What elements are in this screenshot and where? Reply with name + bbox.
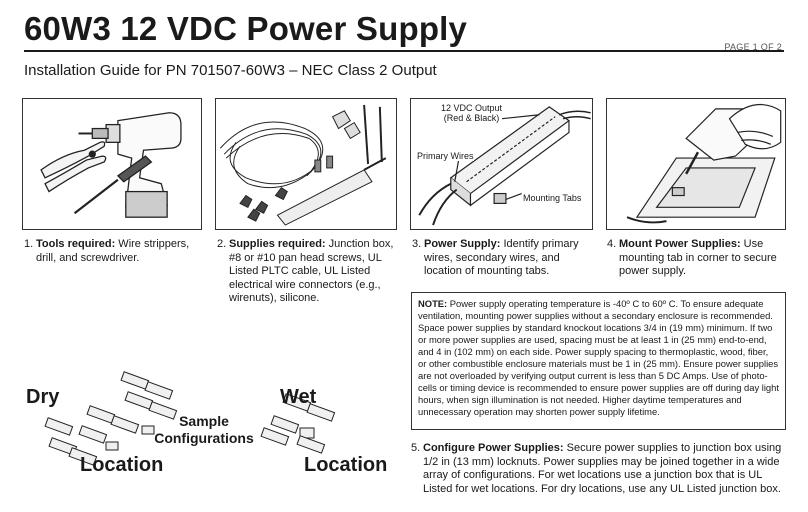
- title-rule: [24, 50, 784, 52]
- step-4-heading: Mount Power Supplies:: [619, 238, 741, 250]
- note-heading: NOTE:: [418, 298, 448, 309]
- note-box: NOTE: Power supply operating temperature…: [411, 292, 786, 430]
- sample-label-line2: Configurations: [154, 430, 254, 446]
- output-callout-line2: (Red & Black): [443, 113, 500, 123]
- location-left-label: Location: [80, 454, 164, 476]
- power-supply-illustration: 12 VDC Output (Red & Black) Primary Wire…: [410, 98, 593, 230]
- step-5: 5. Configure Power Supplies: Secure powe…: [411, 442, 787, 496]
- page-number: PAGE 1 OF 2: [724, 42, 782, 52]
- wet-label: Wet: [280, 386, 317, 408]
- tools-illustration: [22, 98, 202, 230]
- step-1-text: Wire strippers, drill, and screwdriver.: [36, 238, 190, 264]
- supplies-illustration: [215, 98, 397, 230]
- mounting-tabs-callout: Mounting Tabs: [523, 193, 582, 203]
- output-callout-line1: 12 VDC Output: [441, 103, 503, 113]
- primary-wires-callout: Primary Wires: [417, 151, 474, 161]
- step-5-heading: Configure Power Supplies:: [423, 442, 564, 454]
- step-1-number: 1.: [24, 238, 34, 250]
- mounting-illustration: [606, 98, 786, 230]
- tools-drawing: [40, 112, 182, 218]
- step-2-number: 2.: [217, 238, 227, 250]
- step-2-heading: Supplies required:: [229, 238, 326, 250]
- power-supply-drawing: [418, 106, 591, 226]
- step-1: 1. Tools required: Wire strippers, drill…: [24, 238, 204, 265]
- sample-configurations: Dry Location Wet Location Sample Configu…: [22, 370, 392, 478]
- configurations-drawing: [44, 371, 336, 466]
- dry-label: Dry: [26, 386, 60, 408]
- note-text: Power supply operating temperature is -4…: [418, 298, 779, 417]
- step-3-number: 3.: [412, 238, 422, 250]
- step-4-number: 4.: [607, 238, 617, 250]
- step-5-text: Secure power supplies to junction box us…: [423, 442, 782, 495]
- step-5-number: 5.: [411, 442, 421, 454]
- sample-label-line1: Sample: [179, 413, 229, 429]
- location-right-label: Location: [304, 454, 388, 476]
- step-3-heading: Power Supply:: [424, 238, 501, 250]
- sample-configurations-label: Sample Configurations: [144, 413, 264, 447]
- step-3-text: Identify primary wires, secondary wires,…: [424, 238, 579, 277]
- step-2-text: Junction box, #8 or #10 pan head screws,…: [229, 238, 394, 304]
- document-subtitle: Installation Guide for PN 701507-60W3 – …: [24, 62, 437, 79]
- supplies-drawing: [219, 104, 387, 226]
- step-2: 2. Supplies required: Junction box, #8 o…: [217, 238, 399, 306]
- step-4-text: Use mounting tab in corner to secure pow…: [619, 238, 777, 277]
- mounting-drawing: [626, 103, 782, 224]
- document-title: 60W3 12 VDC Power Supply: [24, 10, 468, 47]
- output-callout: 12 VDC Output (Red & Black): [441, 103, 503, 123]
- step-4: 4. Mount Power Supplies: Use mounting ta…: [607, 238, 787, 279]
- step-1-heading: Tools required:: [36, 238, 116, 250]
- step-3: 3. Power Supply: Identify primary wires,…: [412, 238, 592, 279]
